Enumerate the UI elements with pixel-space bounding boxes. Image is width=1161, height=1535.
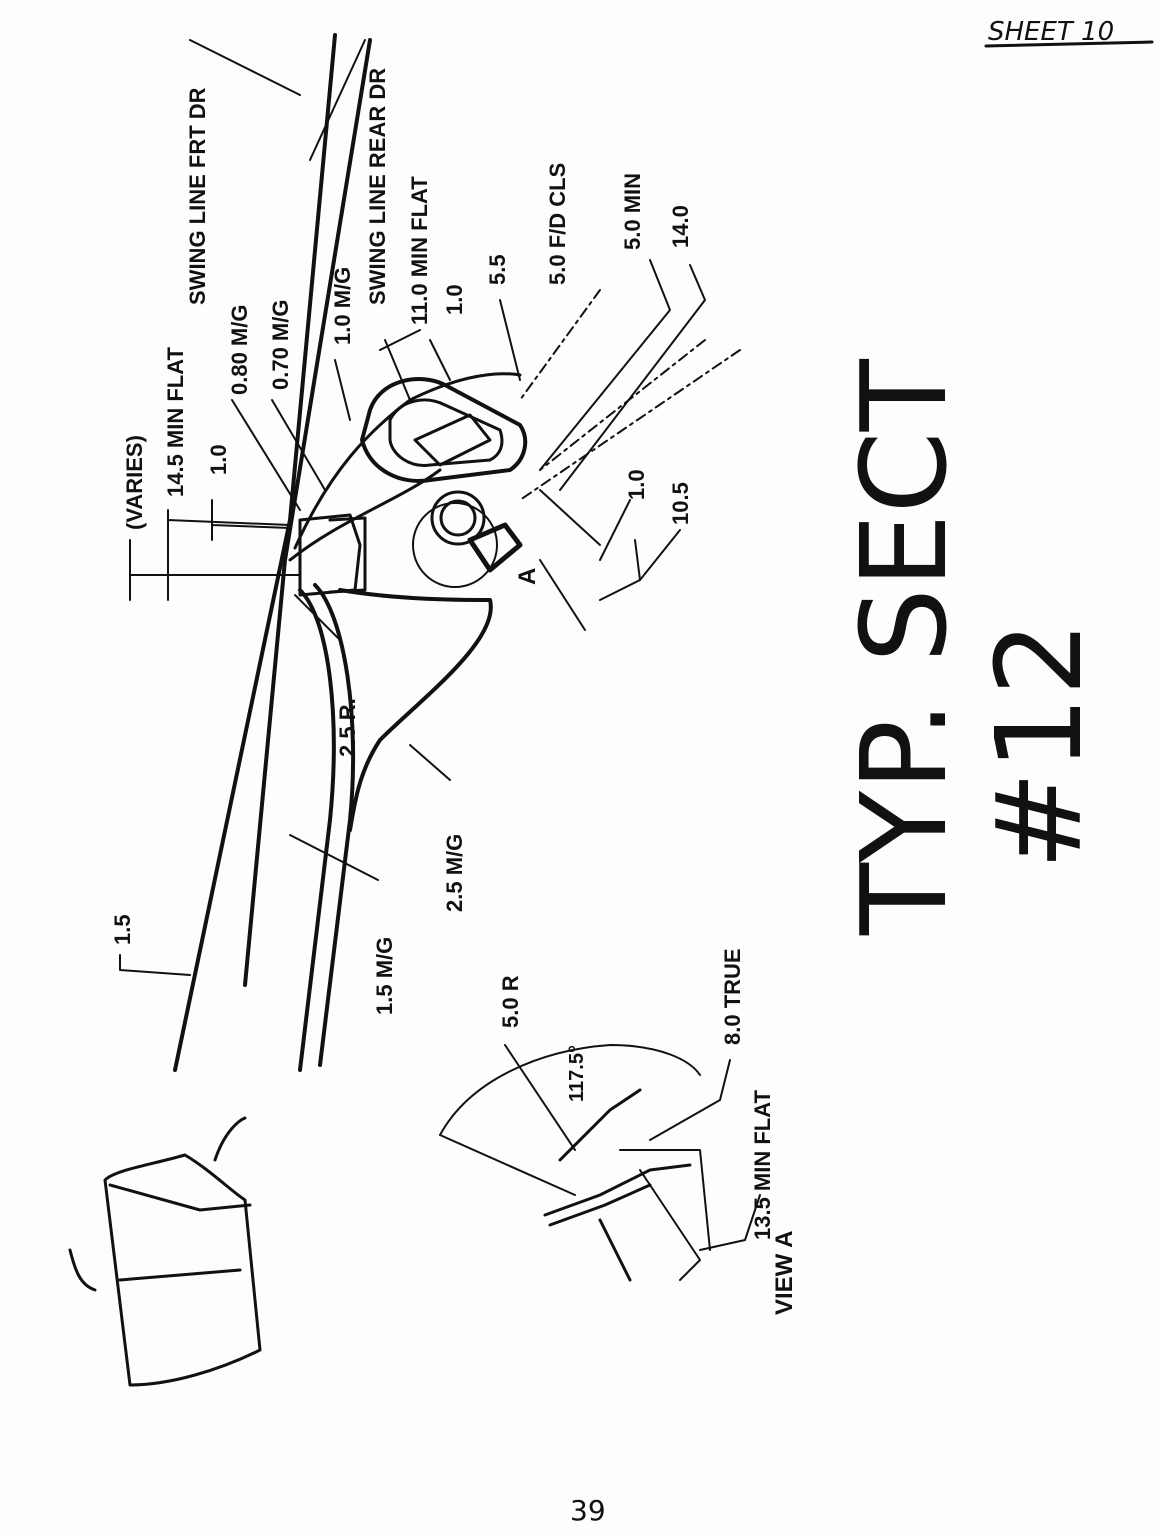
label-swing-line-rear: SWING LINE REAR DR — [365, 68, 390, 305]
view-a-label: VIEW A — [771, 1231, 798, 1315]
seal-bulb-outer — [360, 377, 528, 483]
dimension-leaders — [119, 39, 741, 976]
seal-core — [413, 413, 492, 467]
inner-panel-line — [243, 38, 372, 987]
label-5-0-fd-cls: 5.0 F/D CLS — [545, 163, 570, 285]
leader-13-5 — [699, 1194, 761, 1251]
label-10-5: 10.5 — [668, 482, 693, 525]
centerlines — [519, 339, 741, 501]
view-a-dim-8 — [619, 1149, 711, 1251]
label-14-0: 14.0 — [668, 205, 693, 248]
label-8-0-true: 8.0 TRUE — [720, 948, 745, 1045]
leader-8-0-true — [649, 1059, 731, 1141]
weatherstrip-seal — [360, 377, 528, 588]
label-14-5-min-flat: 14.5 MIN FLAT — [163, 346, 188, 497]
leader-14-0 — [559, 264, 706, 491]
leader-5-5 — [499, 299, 521, 381]
pinch-weld-inner — [328, 516, 367, 594]
rotated-labels: SWING LINE FRT DR SWING LINE REAR DR 14.… — [110, 68, 693, 1015]
seal-tube-inner — [439, 499, 477, 537]
reinforcement-inner — [313, 583, 356, 1067]
label-5-5: 5.5 — [485, 254, 510, 285]
leader-5-0-min — [539, 259, 671, 471]
leader-swing-frt — [189, 39, 301, 96]
label-11-0-min-flat: 11.0 MIN FLAT — [407, 176, 432, 325]
label-angle: 117.5° — [566, 1045, 588, 1102]
label-1-5-mg: 1.5 M/G — [372, 937, 397, 1015]
leader-1-0 — [211, 499, 291, 541]
label-2-5-mg: 2.5 M/G — [442, 834, 467, 912]
leader-swing-rear — [309, 39, 366, 161]
view-a-detail: 5.0 R 117.5° 8.0 TRUE 13.5 MIN FLAT VIEW… — [439, 948, 798, 1315]
detail-a-circle — [412, 502, 498, 588]
label-1-0-b: 1.0 — [442, 284, 467, 315]
label-13-5-min-flat: 13.5 MIN FLAT — [750, 1089, 775, 1240]
label-1-0-c: 1.0 — [624, 469, 649, 500]
title-line-2: #12 — [970, 621, 1108, 870]
view-a-seal — [558, 1088, 642, 1162]
leader-1-0-mg — [334, 359, 351, 421]
label-0-80-mg: 0.80 M/G — [227, 305, 252, 395]
label-swing-line-frt: SWING LINE FRT DR — [185, 87, 210, 305]
leader-10-5 — [539, 529, 681, 631]
vehicle-door-line — [118, 1268, 242, 1282]
leader-2-5-r — [294, 594, 341, 641]
clip-block — [467, 522, 523, 573]
view-a-panel-3 — [598, 1218, 632, 1282]
panel-outlines — [173, 33, 522, 1072]
label-1-0-a: 1.0 — [206, 444, 231, 475]
title-line-1: TYP. SECT — [835, 358, 973, 936]
page-number: 39 — [570, 1494, 606, 1527]
view-a-dim-13-5 — [639, 1169, 701, 1281]
view-a-panel-1 — [543, 1163, 692, 1217]
leader-2-5-mg — [409, 744, 451, 781]
leader-0-70 — [271, 399, 326, 491]
leader-varies — [129, 539, 301, 601]
sheet-label-underline — [984, 40, 1154, 48]
vehicle-body — [103, 1153, 262, 1387]
label-1-5: 1.5 — [110, 914, 135, 945]
label-5-0-r: 5.0 R — [498, 975, 523, 1028]
label-2-5-r: 2.5 R. — [335, 698, 360, 757]
leader-1-0-c — [539, 489, 641, 581]
inner-member-loop — [338, 588, 493, 832]
leader-1-5-mg — [289, 834, 379, 881]
leader-1-0-b — [429, 339, 451, 381]
view-marker: A — [514, 568, 541, 585]
reinforcement-outer — [298, 588, 336, 1072]
pinch-weld-box — [298, 513, 362, 597]
vehicle-sketch — [68, 1116, 262, 1387]
leader-5-0-r — [504, 1044, 576, 1151]
section-title: TYP. SECT #12 — [835, 358, 1108, 936]
seal-bulb-inner — [388, 398, 504, 467]
angle-arc — [439, 1044, 701, 1136]
vehicle-mirror — [213, 1116, 247, 1162]
angle-leg — [439, 1134, 576, 1196]
label-1-0-mg: 1.0 M/G — [330, 267, 355, 345]
leader-fd-cls — [519, 289, 601, 401]
leader-14-5 — [167, 509, 291, 601]
seal-tube-outer — [430, 490, 486, 546]
label-varies: (VARIES) — [122, 435, 147, 530]
view-a-panel-2 — [548, 1183, 652, 1227]
vehicle-belt-line — [108, 1183, 252, 1212]
vehicle-front — [68, 1248, 97, 1292]
leader-1-5 — [119, 954, 191, 976]
label-5-0-min: 5.0 MIN — [620, 173, 645, 250]
leader-0-80 — [231, 399, 301, 511]
leader-11-0 — [379, 329, 421, 401]
label-0-70-mg: 0.70 M/G — [268, 300, 293, 390]
